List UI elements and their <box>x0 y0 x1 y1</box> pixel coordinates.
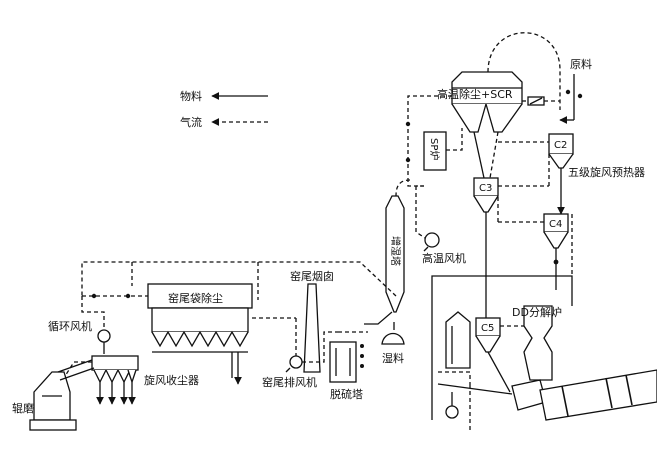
exhaust-fan-body <box>289 355 303 369</box>
cyclone-collector-label: 旋风收尘器 <box>144 373 199 387</box>
scr-to-c3-gas <box>489 131 499 179</box>
sp-boiler-gas-out <box>446 128 463 151</box>
cyclone-c3: C3 <box>473 177 499 213</box>
circulation-fan-label: 循环风机 <box>48 319 92 333</box>
c3-label: C3 <box>479 183 492 194</box>
kiln-shell <box>539 369 657 421</box>
scr-bypass-damper-slash <box>529 97 543 105</box>
desulf-pump-1 <box>360 344 364 348</box>
c5-label: C5 <box>481 323 494 334</box>
calciner-body <box>523 305 553 381</box>
exhaust-to-desulfurization <box>302 331 338 363</box>
c5-cone <box>475 335 501 353</box>
high-temp-fan-label: 高温风机 <box>422 251 466 265</box>
c4-flap-valve <box>553 259 559 265</box>
cyclone-collector-header <box>91 355 139 371</box>
desulfurization-tower-label: 脱硫塔 <box>330 387 363 401</box>
cyclone-c2: C2 <box>548 133 574 169</box>
kiln-tyre-2 <box>605 377 613 409</box>
cyclone-c5: C5 <box>475 317 501 353</box>
cyclone-collector-cone-2 <box>105 369 119 384</box>
kiln-tail-exhaust-fan <box>285 355 303 373</box>
high-temp-fan-leg <box>423 246 429 252</box>
high-temp-dust-scr-unit: 高温除尘+SCR <box>437 71 523 133</box>
raw-feed-valve <box>565 89 571 95</box>
bypass-separator-body <box>445 311 471 369</box>
sp-boiler: SP炉 <box>423 131 447 171</box>
bypass-separator <box>445 311 471 369</box>
dd-calciner-label: DD分解炉 <box>512 305 562 319</box>
kiln-tyre-3 <box>625 374 633 406</box>
high-temp-dust-scr-label: 高温除尘+SCR <box>437 87 513 101</box>
sp-damper-1 <box>405 121 411 127</box>
bag-filter-mid <box>151 307 249 333</box>
desulfurization-tower: 脱硫塔 <box>329 341 364 401</box>
roller-mill-label: 辊磨 <box>12 401 34 415</box>
scr-to-c3-solid <box>473 131 485 179</box>
tertiary-air-duct <box>431 275 573 420</box>
dd-calciner: DD分解炉 <box>512 305 562 381</box>
conditioning-tower-body <box>385 195 405 313</box>
kiln-tail-bag-filter: 窑尾袋除尘 <box>147 283 253 348</box>
conditioning-tower: 增湿塔 <box>385 195 405 313</box>
roller-mill-base <box>29 419 77 431</box>
bypass-fan <box>445 392 459 419</box>
circulation-fan <box>97 329 111 350</box>
high-temp-fan <box>423 232 440 252</box>
kiln-tyre-1 <box>561 385 569 417</box>
mill-outlet-2 <box>59 367 95 381</box>
roller-mill: 辊磨 <box>12 371 77 431</box>
kiln-tail-exhaust-fan-label: 窑尾排风机 <box>262 375 317 389</box>
main-gas-header <box>81 261 397 297</box>
kiln-tail-stack-label: 窑尾烟囱 <box>290 269 334 283</box>
rotary-kiln <box>511 369 657 421</box>
kiln-tail-bag-filter-label: 窑尾袋除尘 <box>168 291 223 305</box>
c4-cone <box>543 231 569 249</box>
scr-hopper-left <box>451 103 487 133</box>
raw-material-label: 原料 <box>570 57 592 71</box>
mill-outlet <box>57 359 93 373</box>
conditioning-tower-label: 增湿塔 <box>389 236 402 266</box>
kiln-tail-stack: 窑尾烟囱 <box>290 269 334 373</box>
legend-gas-label: 气流 <box>180 115 202 129</box>
bypass-gas-line <box>438 371 471 384</box>
legend: 物料 气流 <box>180 89 268 129</box>
high-temp-fan-duct <box>415 186 426 239</box>
sp-boiler-label: SP炉 <box>428 138 440 160</box>
c5-to-kiln-material <box>487 351 511 393</box>
bag-filter-hoppers <box>151 330 249 348</box>
wet-material-pile <box>381 332 405 345</box>
cyclone-collector: 旋风收尘器 <box>91 355 199 387</box>
five-stage-preheater-label: 五级旋风预热器 <box>568 165 645 179</box>
tower-to-wet-material <box>364 311 393 325</box>
cyclone-collector-cone-1 <box>93 369 107 384</box>
c4-label: C4 <box>549 219 562 230</box>
stack-body <box>303 283 321 373</box>
wet-material-label: 湿料 <box>382 351 404 365</box>
cyclone-c4: C4 <box>543 213 569 249</box>
sp-boiler-body <box>423 131 447 171</box>
desulfurization-body <box>329 341 357 383</box>
sp-damper-2 <box>405 157 411 163</box>
tower-gas-in <box>395 179 411 197</box>
top-gas-loop <box>487 32 561 110</box>
c3-cone <box>473 195 499 213</box>
circ-damper-1 <box>91 293 97 299</box>
bypass-to-kiln <box>437 383 513 395</box>
c2-label: C2 <box>554 140 567 151</box>
desulf-pump-3 <box>360 364 364 368</box>
legend-material-label: 物料 <box>180 89 202 103</box>
bypass-fan-body <box>445 405 459 419</box>
exhaust-fan-leg <box>285 367 291 373</box>
cyclone-collector-cone-4 <box>127 369 137 385</box>
circulation-fan-body <box>97 329 111 343</box>
desulf-pump-2 <box>360 354 364 358</box>
high-temp-fan-body <box>424 232 440 248</box>
scr-hopper-right <box>485 103 523 133</box>
circulation-fan-duct <box>81 296 105 330</box>
raw-feed-valve-2 <box>577 93 583 99</box>
